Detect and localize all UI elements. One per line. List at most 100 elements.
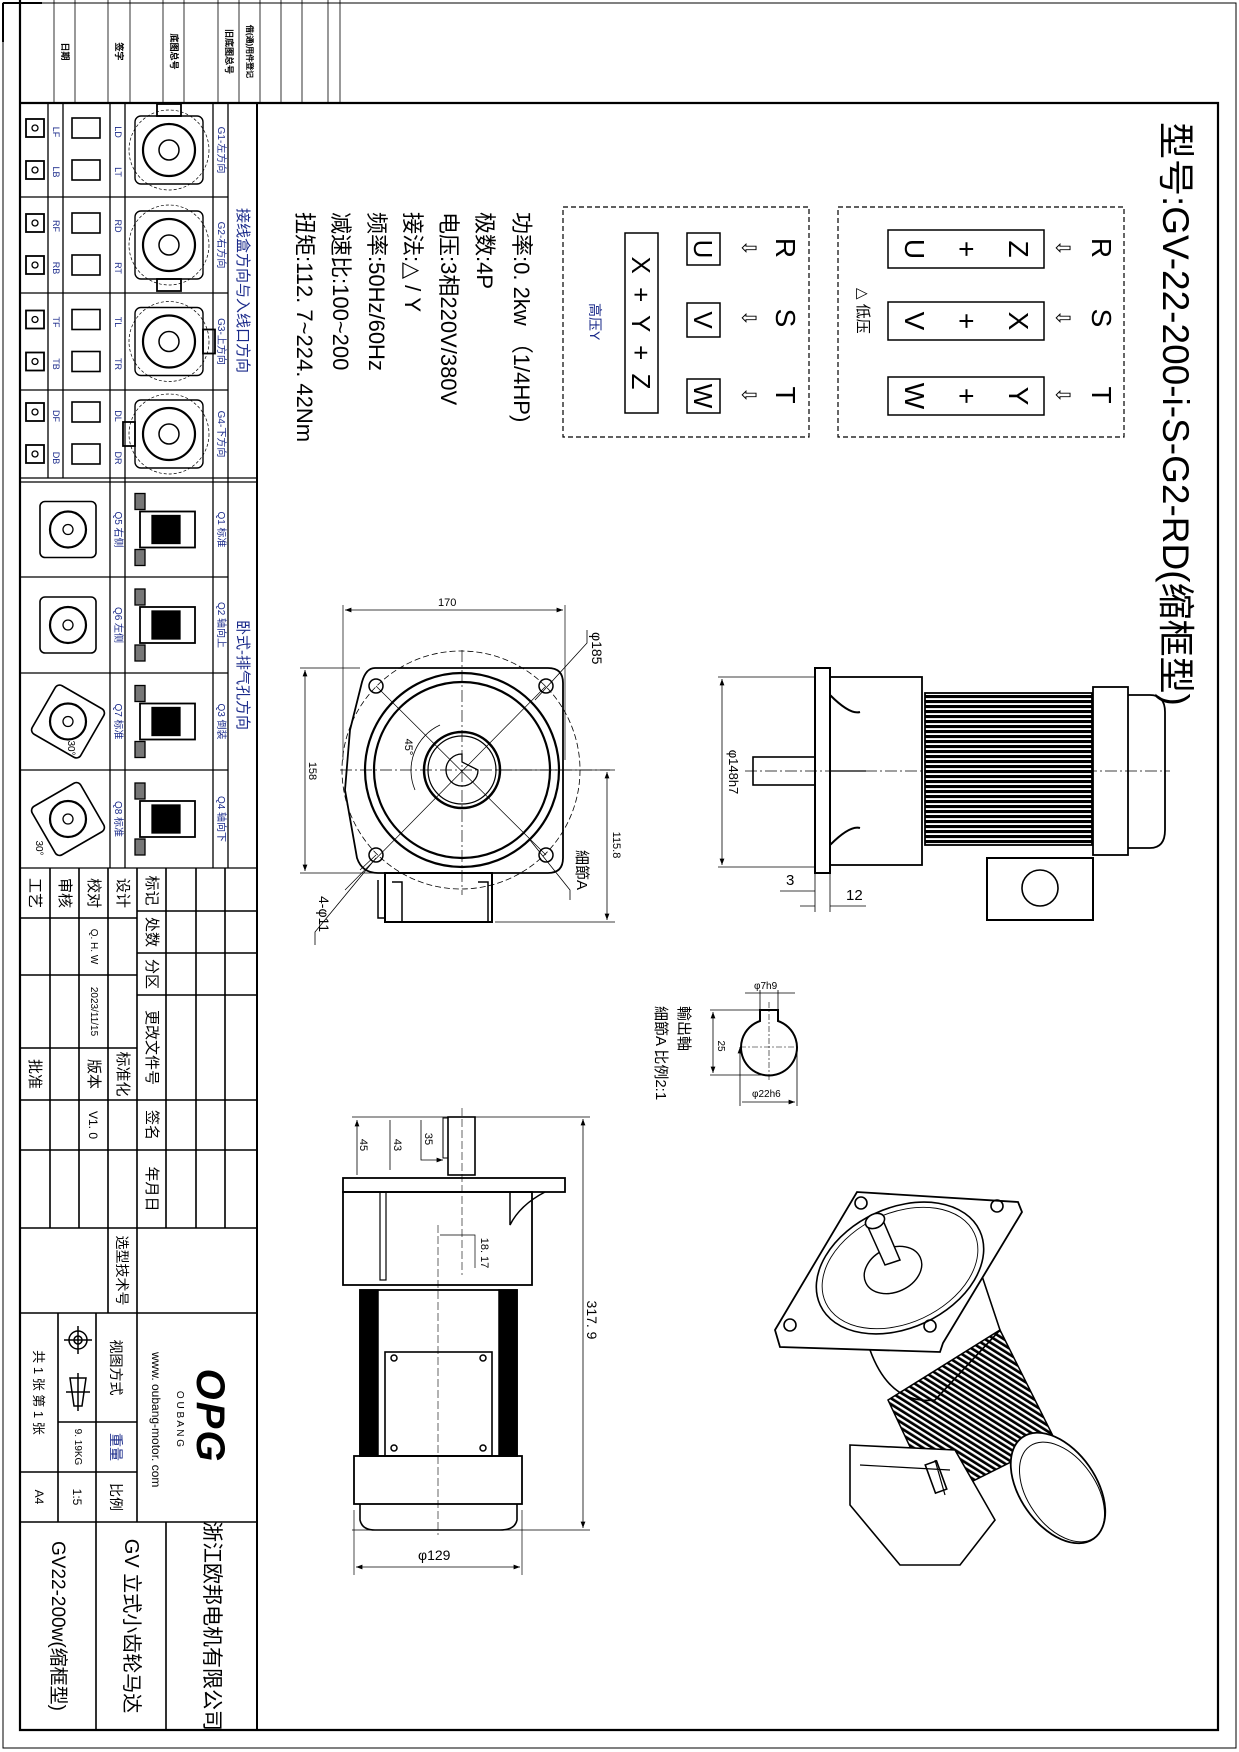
shaft-icon [158,234,180,256]
flange-icon [134,306,204,377]
product-name: GV 立式小齿轮马达 [120,1538,142,1714]
terminal: W [899,382,930,410]
arrow-icon: ⇩ [1051,239,1073,257]
terminal-group-yw: Y+W [888,377,1044,415]
tb-paper-size: A4 [32,1489,46,1505]
vent-side-icon [139,702,196,741]
front-view [300,605,615,945]
code-lb: LB [51,166,61,178]
code-tb: TB [51,358,61,370]
vent-shaft-icon [62,715,74,728]
wiring-diagram-lines [562,206,1125,438]
code-df: DF [51,410,61,422]
dim-35: 35 [422,1132,435,1146]
tb-standardization: 标准化 [114,1051,131,1097]
tb-change-doc: 更改文件号 [143,1009,160,1085]
mount-hatch-icon [134,492,146,511]
vent-side-icon [139,800,196,838]
tb-process: 工艺 [26,877,44,908]
end-view-hole-icon [31,219,39,227]
terminal-box-icon [156,103,182,117]
mount-hatch-icon [134,740,146,759]
orientation-panel-title: 接线盒方向与入线口方向 [234,207,251,373]
shaft-icon [158,330,180,353]
terminal-box-icon [122,421,136,447]
vent-shaft-icon [62,523,74,536]
vent-motor-icon [151,610,181,640]
end-view-hole-icon [31,261,39,269]
dim-shaft-height: 115.8 [610,831,623,859]
shaft-icon [158,139,180,161]
spec-frequency: 频率:50Hz/60Hz [364,212,389,371]
dim-motor-dia: φ129 [418,1547,451,1563]
vent-ring-icon [48,799,88,839]
q3-label: Q3 倒装 [215,703,227,740]
side-view-icon [71,443,101,465]
vent-ring-icon [48,702,88,741]
vent-side-icon [139,606,196,644]
flange-pcd-icon [128,301,210,382]
shaft-detail-title: 輸出軸 [675,1006,692,1052]
dim-pcd: φ185 [589,632,605,665]
vent-end-icon [30,684,106,759]
code-rf: RF [51,220,61,232]
spec-poles: 极数:4P [472,212,497,290]
code-ld: LD [113,126,123,138]
end-view-hole-icon [31,450,39,458]
end-view-icon [25,351,45,372]
end-view-icon [25,255,45,275]
flange-ring-icon [141,122,197,178]
tb-scale-label: 比例 [108,1483,125,1511]
mount-hatch-icon [134,644,146,662]
vent-panel-title: 卧式-排气孔方向 [234,620,251,730]
company-name: 浙江欧邦电机有限公司 [200,1521,223,1731]
website-link[interactable]: www. oubang-motor. com [149,1352,163,1488]
spec-torque: 扭矩:112. 7~224. 42Nm [292,212,317,443]
spec-connection: 接法:△ / Y [400,212,425,313]
dim-width: 170 [438,597,457,609]
tb-check: 校对 [85,877,102,908]
mount-hatch-icon [134,782,146,800]
side-view-icon [71,401,101,423]
dim-45: 45 [357,1138,370,1152]
code-tr: TR [113,358,123,370]
side-view-icon [71,254,101,276]
tb-weight-label: 重量 [108,1433,125,1461]
terminal: U [899,238,930,260]
dim-key-width: φ7h9 [754,981,778,992]
tb-selection-no: 选型技术号 [114,1235,131,1306]
arrow-icon: ⇩ [737,239,759,257]
terminal-v: V [688,311,719,329]
terminal-box-icon [156,278,182,292]
side-view [718,667,1170,921]
end-view-icon [25,402,45,422]
tb-approve: 批准 [26,1058,44,1089]
tb-design: 设计 [114,877,131,908]
mount-hatch-icon [134,838,146,856]
code-tl: TL [113,316,123,328]
end-view-icon [25,213,45,233]
dim-spigot: φ148h7 [726,749,741,795]
end-view-hole-icon [31,357,39,366]
tb-date: 年月日 [143,1166,160,1212]
tb-count: 处数 [143,916,160,947]
projection-symbol-icon [64,1326,92,1411]
q6-label: Q6 左侧 [112,606,124,644]
flange-pcd-icon [128,109,210,191]
flange-icon [134,210,204,280]
plus: + [951,387,982,405]
end-view-icon [25,118,45,138]
phase-t: T [1086,386,1117,404]
terminal-w: W [688,383,719,409]
tb-scale: 1:5 [70,1488,84,1506]
dim-overall-length: 317. 9 [584,1300,601,1340]
vent-motor-icon [151,514,181,545]
q7-label: Q7 标准 [112,703,124,740]
spec-ratio: 减速比:100~200 [328,212,353,371]
vent-motor-icon [151,804,181,834]
mount-hatch-icon [134,588,146,606]
isometric-view [774,1191,1107,1566]
